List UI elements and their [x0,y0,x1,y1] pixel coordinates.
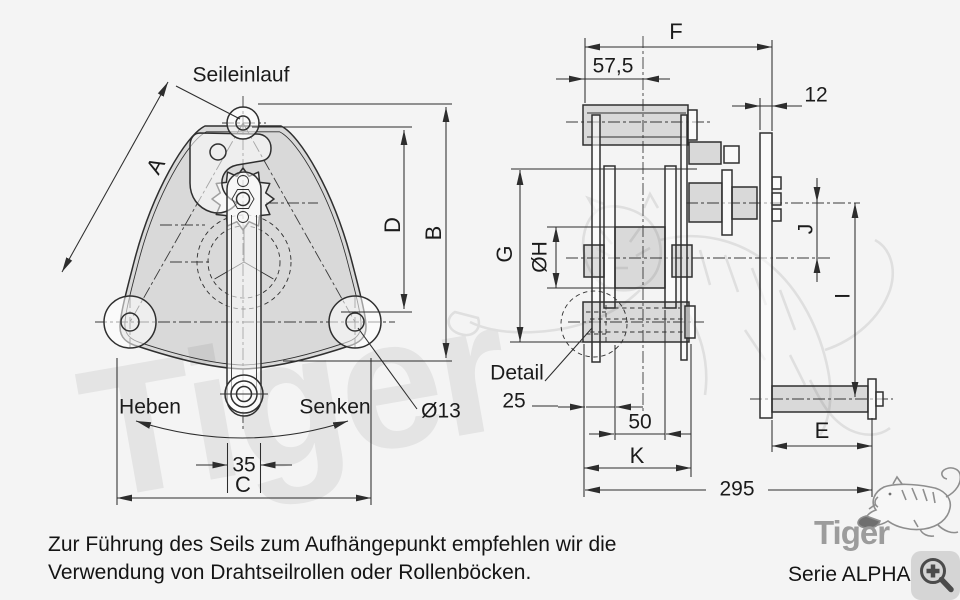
frame-plate-left [591,114,601,363]
tiger-logo-graphic [857,467,960,537]
dim-label-k: K [629,443,645,468]
dim-label-g: G [492,245,517,263]
mounting-hole-left [103,295,157,349]
dim-label-50: 50 [628,410,652,434]
front-view-dimensions [61,81,452,505]
dim-label-c: C [235,472,251,497]
dim-label-35: 35 [232,453,256,477]
rope-inlet-label: Seileinlauf [192,63,290,87]
winch-drum [583,165,693,309]
front-view-drawing [61,81,452,505]
dim-label-oh: ØH [528,241,552,273]
rope-inlet-hole [226,106,260,140]
magnifier-plus-icon [920,558,954,593]
dim-label-b: B [421,225,446,241]
dim-label-d: D [380,217,405,233]
crank-arm-plate [759,132,773,419]
series-label: Serie ALPHA [788,563,911,586]
pawl [189,132,272,214]
center-strap [226,171,262,417]
lower-label: Senken [299,395,371,419]
bottom-pivot-disc [220,374,268,414]
dim-label-j: J [794,223,818,235]
detail-circle [560,290,628,358]
lift-label: Heben [119,395,181,419]
dim-label-57-5: 57,5 [592,54,634,78]
mounting-tube [582,301,696,343]
zoom-button[interactable] [911,551,960,600]
dim-label-i: I [831,293,855,299]
tiger-logo-text: Tiger [814,514,890,551]
dim-label-12: 12 [804,83,828,107]
side-view-drawing [510,36,893,497]
side-view-dimensions [510,38,873,497]
dim-label-e: E [814,418,830,443]
mounting-hole-right [328,295,382,349]
detail-label: Detail [490,361,544,385]
dim-label-295: 295 [719,477,755,501]
watermark-tiger-sketch [447,191,895,436]
gear-cluster [688,141,782,236]
dim-label-hole-dia: Ø13 [421,399,461,423]
frame-plate-right [680,114,688,361]
dim-label-25: 25 [502,389,526,413]
dim-label-f: F [669,19,683,44]
footer-note: Zur Führung des Seils zum Aufhängepunkt … [48,533,617,584]
